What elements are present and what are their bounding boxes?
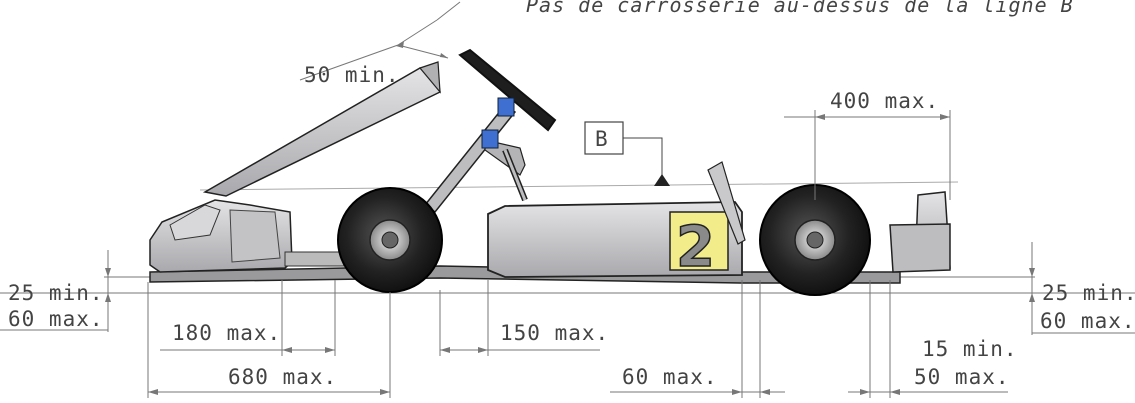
dim-rear-bumper-max-label: 50 max. [914,365,1010,389]
dim-rear-gap-label: 60 max. [622,365,718,389]
top-note: Pas de carrosserie au-dessus de la ligne… [526,0,1074,17]
dim-ground-left: 25 min. 60 max. [0,250,109,332]
dim-side-gap: 150 max. [439,280,609,356]
dimension-arrowheads [105,41,1035,395]
rear-upright [707,161,746,245]
dim-ground-right-min-label: 25 min. [1042,281,1135,305]
steering-joint-upper [497,97,515,117]
dim-side-gap-label: 150 max. [500,321,609,345]
steering-joint-lower [481,129,499,149]
dim-rear-gap: 60 max. [610,280,785,398]
front-bumper-bar [284,251,346,267]
dim-steering-clearance: 50 min. [299,1,461,87]
dim-ground-left-max-label: 60 max. [8,307,104,331]
number-plate [669,211,729,271]
rear-bumper-lower [889,223,951,273]
dim-ground-right: 25 min. 60 max. [1031,242,1135,335]
dim-front-overhang: 180 max. [160,280,336,356]
line-b [199,181,959,191]
dim-rear-bumper-width-label: 400 max. [830,89,939,113]
seat-rail [202,67,441,197]
nose-cavity [169,204,221,241]
dim-ground-left-min-label: 25 min. [8,281,104,305]
dim-rear-bumper-offset: 15 min. 50 max. [848,280,1018,398]
dim-rear-bumper-width: 400 max. [784,89,951,200]
dim-rear-bumper-min-label: 15 min. [922,337,1018,361]
race-number: 2 [676,215,715,280]
dim-front-total-label: 680 max. [228,365,337,389]
dim-front-overhang-label: 180 max. [172,321,281,345]
steering-wheel [458,48,557,132]
dim-ground-right-max-label: 60 max. [1040,309,1135,333]
line-b-leader [623,137,663,176]
line-b-label: B [595,127,609,151]
line-b-marker [654,174,670,186]
dim-steering-clearance-label: 50 min. [304,63,400,87]
line-b-label-box [584,121,624,155]
kart-drawing: 2 [149,48,951,296]
dim-front-total: 680 max. [147,282,391,398]
